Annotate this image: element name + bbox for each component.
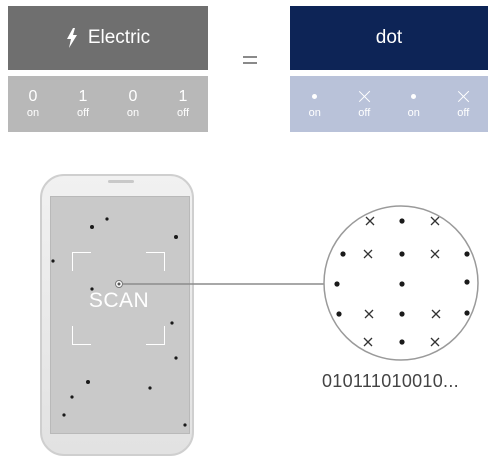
magnified-cross	[363, 249, 373, 259]
screen-dot	[174, 235, 178, 239]
bit-state: off	[76, 107, 90, 119]
screen-dot	[90, 287, 94, 291]
symbol-state: on	[407, 107, 420, 119]
screen-dot	[174, 356, 178, 360]
magnified-dot	[399, 251, 405, 257]
magnified-dot	[399, 311, 405, 317]
electric-bit: 0 on	[13, 88, 53, 120]
magnified-dot	[464, 251, 470, 257]
scan-frame-corner-bottom-left	[72, 326, 91, 345]
screen-dot	[70, 395, 74, 399]
dot-symbol: off	[344, 88, 384, 120]
dot-symbol: on	[295, 88, 335, 120]
magnified-dot	[334, 281, 340, 287]
dot-symbol: off	[443, 88, 483, 120]
magnified-cross	[431, 309, 441, 319]
magnified-cross	[430, 216, 440, 226]
screen-dot	[170, 321, 174, 325]
scan-label: SCAN	[88, 289, 150, 312]
magnified-dot	[340, 251, 346, 257]
bit-state: on	[26, 107, 40, 119]
symbol-state: off	[457, 107, 470, 119]
scan-target-center	[117, 282, 121, 286]
magnified-dot	[399, 218, 405, 224]
screen-dot	[51, 259, 55, 263]
symbol-state: off	[358, 107, 371, 119]
magnified-cross	[363, 337, 373, 347]
bit-value: 1	[178, 88, 188, 105]
phone-speaker	[108, 180, 134, 183]
magnified-cross	[364, 309, 374, 319]
magnifier-lens	[323, 205, 479, 361]
equals-sign	[240, 54, 264, 66]
electric-bit-row: 0 on 1 off 0 on 1 off	[8, 76, 208, 132]
electric-bit: 1 off	[163, 88, 203, 120]
bit-value: 0	[28, 88, 38, 105]
dot-icon	[312, 94, 318, 99]
electric-title: Electric	[87, 27, 151, 48]
screen-dot	[90, 225, 94, 229]
magnified-dot	[399, 281, 405, 287]
dot-symbol-row: on off on off	[290, 76, 488, 132]
electric-header: Electric	[8, 6, 208, 70]
magnified-cross	[365, 216, 375, 226]
bit-state: on	[126, 107, 140, 119]
phone-screen	[50, 196, 190, 434]
symbol-state: on	[308, 107, 321, 119]
dot-icon	[411, 94, 417, 99]
dot-title: dot	[375, 27, 403, 48]
bit-value: 1	[78, 88, 88, 105]
binary-output: 010111010010...	[322, 371, 459, 391]
magnified-dot	[399, 339, 405, 345]
magnified-dot	[464, 310, 470, 316]
scan-frame-corner-top-right	[146, 252, 165, 271]
electric-bit: 1 off	[63, 88, 103, 120]
magnified-cross	[430, 337, 440, 347]
dot-header: dot	[290, 6, 488, 70]
screen-dot	[183, 423, 187, 427]
bit-state: off	[176, 107, 190, 119]
screen-dot	[86, 380, 90, 384]
bit-value: 0	[128, 88, 138, 105]
lightning-bolt-icon	[66, 28, 77, 48]
magnified-cross	[430, 249, 440, 259]
scan-frame-corner-top-left	[72, 252, 91, 271]
screen-dot	[105, 217, 109, 221]
screen-dots	[51, 217, 187, 427]
magnified-dot	[464, 279, 470, 285]
screen-dot	[148, 386, 152, 390]
magnified-dot	[336, 311, 342, 317]
screen-dot	[62, 413, 66, 417]
dot-symbol: on	[394, 88, 434, 120]
scan-frame-corner-bottom-right	[146, 326, 165, 345]
electric-bit: 0 on	[113, 88, 153, 120]
